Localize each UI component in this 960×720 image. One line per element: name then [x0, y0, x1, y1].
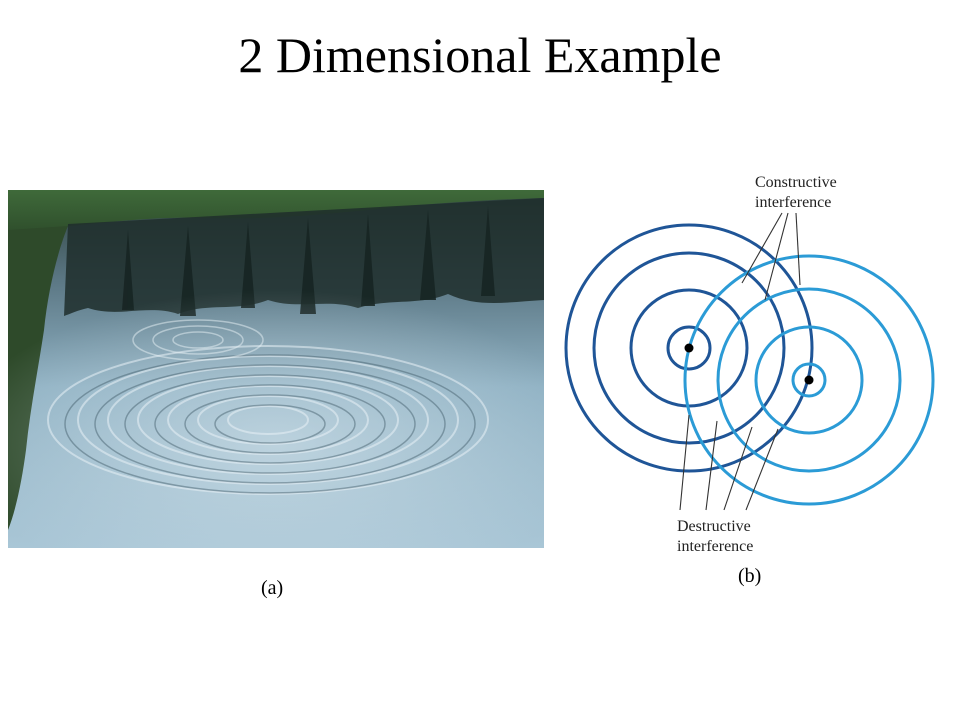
caption-b: (b): [738, 565, 762, 587]
destructive-pointer-lines: [679, 414, 779, 511]
source-1-dot: [684, 343, 694, 353]
source-2-wave-1: [791, 362, 827, 398]
source-1-wave-1: [666, 325, 712, 371]
source-1-wave-3: [592, 251, 786, 445]
destructive-label-line-2: interference: [677, 538, 753, 555]
caption-a: (a): [261, 577, 284, 599]
constructive-label-line-2: interference: [755, 194, 831, 211]
pond-ripples-photo: [8, 190, 544, 548]
source-2-wave-3: [716, 287, 902, 473]
source-2-dot: [804, 375, 814, 385]
destructive-label-line-1: Destructive: [677, 518, 751, 535]
constructive-label-line-1: Constructive: [755, 174, 837, 191]
source-2-wave-2: [754, 325, 864, 435]
slide-title: 2 Dimensional Example: [238, 27, 722, 83]
source-2-wave-4: [683, 254, 935, 506]
source-1-wave-4: [564, 223, 814, 473]
interference-diagram: Constructive interference Destructive in…: [564, 174, 935, 555]
constructive-pointer-lines: [741, 212, 801, 301]
